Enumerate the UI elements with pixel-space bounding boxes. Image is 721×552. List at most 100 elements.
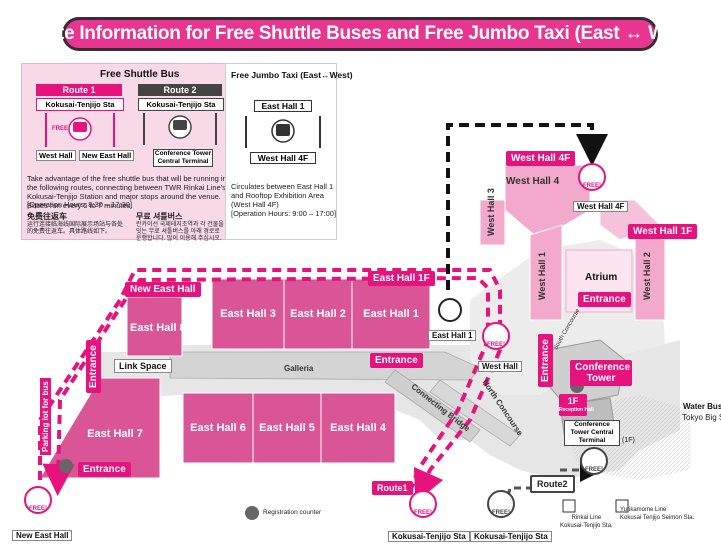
one-f-label: (1F) [622, 437, 635, 444]
route1-free-badge: FREE! [52, 126, 70, 132]
east-hall-4-shape [320, 392, 396, 464]
west-hall-3-label: West Hall 3 [486, 188, 496, 236]
east-hall-1-shape [351, 278, 431, 350]
bus-icon-2 [173, 120, 187, 130]
east-hall-2-label: East Hall 2 [290, 308, 346, 320]
tokyo-big-sight-label: Tokyo Big Sight [682, 413, 721, 422]
stop-west-hall-4f: West Hall 4F [573, 201, 629, 212]
galleria-area [169, 351, 481, 381]
free-badge-kokusai-1: FREE! [414, 510, 432, 516]
east-hall-1f-tag: East Hall 1F [368, 271, 435, 286]
west-hall-1-shape [529, 224, 563, 321]
west-hall-4-label: West Hall 4 [506, 176, 560, 187]
east-hall-2-shape [283, 278, 353, 350]
taxi-bottom-stop: West Hall 4F [250, 152, 316, 164]
shuttle-heading: Free Shuttle Bus [100, 69, 180, 80]
east-hall-7-label: East Hall 7 [87, 428, 143, 440]
kr-heading: 무료 셔틀버스 [136, 212, 183, 221]
station-boxes [562, 499, 629, 513]
stop-kokusai-2: Kokusai-Tenjijo Sta [470, 531, 552, 542]
jumbo-taxi-path [446, 123, 608, 290]
west-hall-1f-tag: West Hall 1F [628, 224, 698, 239]
route2-tag: Route2 [530, 475, 575, 493]
east-hall-3-shape [211, 278, 285, 350]
taxi-top-stop: East Hall 1 [254, 100, 312, 112]
east-hall-8-shape [126, 296, 183, 357]
taxi-stop-west-4f-icon [578, 163, 606, 191]
registration-label: Registration counter [263, 509, 322, 516]
link-space-label: Link Space [114, 359, 172, 373]
conference-tower-tag: Conference Tower [570, 360, 632, 386]
new-east-hall-tag: New East Hall [125, 282, 201, 297]
east-hall-1-label: East Hall 1 [363, 308, 419, 320]
stop-east-hall-1: East Hall 1 [428, 330, 477, 341]
entrance-west-tag: Entrance [538, 334, 553, 387]
route1-tag: Route1 [372, 481, 413, 495]
east-halls [39, 278, 431, 479]
reception-sub: Reception Hall [559, 407, 594, 413]
free-badge-new-east: FREE! [29, 506, 47, 512]
entrance-left-tag: Entrance [86, 340, 101, 393]
taxi-hours: [Operation Hours: 9:00 – 17:00] [231, 209, 337, 218]
parking-label: Parking lot for bus [40, 378, 51, 455]
bus-stop-new-east-icon [24, 486, 52, 514]
west-hall-4f-tag: West Hall 4F [506, 151, 576, 166]
cn-text: 运行连接临海线国际展示场站与各处的免费往返车。具体路线如下。 [27, 222, 124, 235]
shuttle-hours: [Operation Hours: 8:30 – 17:30] [27, 200, 133, 209]
galleria-label: Galleria [284, 364, 314, 373]
route1-loop [45, 113, 115, 147]
entrance-east7-tag: Entrance [78, 462, 131, 477]
water-bus-label: Water Bus [683, 402, 721, 411]
bus-stop-west-icon [482, 322, 510, 350]
atrium-label: Atrium [585, 272, 618, 283]
taxi-loop [245, 116, 321, 148]
page-title: Route Information for Free Shuttle Buses… [22, 23, 698, 44]
route1-stop: Kokusai-Tenjijo Sta [36, 98, 124, 111]
bus-stop-kokusai-1-icon [409, 490, 437, 518]
east-hall-3-label: East Hall 3 [220, 308, 276, 320]
route2-stop: Kokusai-Tenjijo Sta [138, 98, 224, 111]
entrance-east-tag: Entrance [370, 353, 423, 368]
taxi-heading: Free Jumbo Taxi (East↔West) [231, 70, 353, 80]
stop-kokusai-1: Kokusai-Tenjijo Sta [388, 531, 470, 542]
east-hall-5-label: East Hall 5 [259, 422, 315, 434]
shuttle-description: Take advantage of the free shuttle bus t… [27, 174, 227, 210]
west-hall-1-label: West Hall 1 [537, 252, 547, 300]
ct-terminal-label: Conference Tower Central Terminal [564, 420, 620, 446]
free-badge-ct: FREE! [585, 467, 603, 473]
cn-heading: 免费往返车 [27, 212, 67, 221]
taxi-stop-east-icon [438, 298, 462, 322]
route2-label: Route 2 [138, 84, 222, 96]
west-hall-3-shape [479, 199, 506, 246]
west-hall-2-label: West Hall 2 [642, 252, 652, 300]
east-hall-4-label: East Hall 4 [330, 422, 386, 434]
stop-west-hall: West Hall [478, 361, 522, 372]
east-hall-7-shape [39, 377, 161, 479]
bus-stop-kokusai-2-icon [487, 490, 515, 518]
bus-icon [73, 122, 87, 132]
east-hall-5-shape [252, 392, 322, 464]
free-badge-kokusai-2: FREE! [492, 510, 510, 516]
kr-text: 린카이선 국제테지조역과 각 건물을 잇는 무료 셔틀버스를 아래 경로로 운행… [136, 222, 224, 242]
stop-rinkai: Rinkai Line Kokusai-Tenjijo Sta. [560, 515, 613, 529]
taxi-description: Circulates between East Hall 1 and Rooft… [231, 182, 334, 209]
jumbo-taxi-panel: Free Jumbo Taxi (East↔West) East Hall 1 … [225, 63, 353, 240]
east-hall-8-label: East Hall 8 [130, 322, 186, 334]
entrance-atrium-tag: Entrance [578, 292, 631, 307]
free-badge-west-4f: FREE! [583, 183, 601, 189]
taxi-icon [276, 124, 290, 136]
route2-tower: Conference Tower Central Terminal [153, 149, 213, 167]
east-hall-6-shape [182, 392, 254, 464]
east-hall-6-label: East Hall 6 [190, 422, 246, 434]
route1-label: Route 1 [36, 84, 122, 96]
title-banner: Route Information for Free Shuttle Buses… [22, 17, 698, 51]
route1-east: New East Hall [79, 150, 135, 161]
stop-new-east-hall: New East Hall [12, 530, 73, 541]
reception-tag: 1F [559, 394, 587, 416]
stop-yurikamome: Yurikamome Line Kokusai Tenjijo Seimon S… [620, 507, 695, 521]
bus-stop-ct-icon [580, 447, 608, 475]
free-badge-west: FREE! [487, 342, 505, 348]
route1-west: West Hall [36, 150, 76, 161]
route2-loop [143, 113, 217, 145]
